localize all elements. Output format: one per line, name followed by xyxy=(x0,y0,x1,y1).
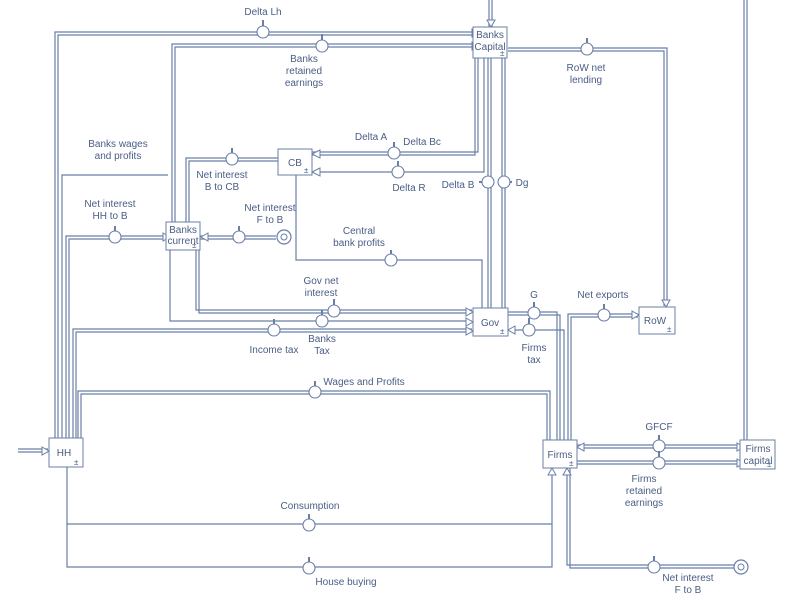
label-g: G xyxy=(530,290,538,301)
flow-valves[interactable] xyxy=(108,20,666,575)
stock-banks-capital-label-2: Capital xyxy=(474,42,505,53)
plus-minus-icon: ± xyxy=(667,325,672,334)
label-delta-a: Delta A xyxy=(355,132,388,143)
valve-net-interest-b-to-cb[interactable] xyxy=(225,148,239,166)
label-gfcf: GFCF xyxy=(645,422,672,433)
label-gov-net-interest-1: Gov net xyxy=(303,276,338,287)
plus-minus-icon: ± xyxy=(192,241,197,250)
label-wages-and-profits: Wages and Profits xyxy=(323,377,404,388)
label-firms-retained-earnings-2: retained xyxy=(626,486,662,497)
label-banks-retained-earnings-2: retained xyxy=(286,66,322,77)
label-gov-net-interest-2: interest xyxy=(305,288,338,299)
stock-cb[interactable]: CB ± xyxy=(277,148,313,176)
stock-gov[interactable]: Gov ± xyxy=(472,307,509,337)
stock-firms-label: Firms xyxy=(548,450,573,461)
label-dg: Dg xyxy=(516,178,529,189)
stock-banks-current-label-1: Banks xyxy=(169,225,197,236)
valve-g[interactable] xyxy=(527,302,541,320)
stock-gov-label: Gov xyxy=(481,318,499,329)
stock-row-label: RoW xyxy=(644,316,667,327)
stock-banks-capital[interactable]: Banks Capital ± xyxy=(472,26,508,59)
label-delta-r: Delta R xyxy=(392,183,425,194)
valve-delta-bc[interactable] xyxy=(387,142,401,160)
label-net-interest-f-to-b-bottom-2: F to B xyxy=(675,585,702,596)
valve-banks-retained-earnings[interactable] xyxy=(315,34,329,53)
plus-minus-icon: ± xyxy=(500,327,505,336)
plus-minus-icon: ± xyxy=(767,460,772,469)
label-delta-b: Delta B xyxy=(442,180,475,191)
valve-central-bank-profits[interactable] xyxy=(384,250,398,267)
stock-hh-label: HH xyxy=(57,448,71,459)
label-net-interest-b-to-cb-2: B to CB xyxy=(205,182,240,193)
stock-firms-capital-label-1: Firms xyxy=(746,444,771,455)
valve-dg[interactable] xyxy=(497,175,512,189)
label-net-interest-hh-to-b-1: Net interest xyxy=(84,199,135,210)
label-banks-retained-earnings-1: Banks xyxy=(290,54,318,65)
stock-cb-label: CB xyxy=(288,158,302,169)
label-net-interest-b-to-cb-1: Net interest xyxy=(196,170,247,181)
label-house-buying: House buying xyxy=(315,577,376,588)
label-banks-tax-1: Banks xyxy=(308,334,336,345)
valve-house-buying[interactable] xyxy=(302,557,316,575)
label-banks-tax-2: Tax xyxy=(314,346,330,357)
cloud-sink-top xyxy=(276,229,292,245)
label-row-net-lending-2: lending xyxy=(570,75,602,86)
valve-consumption[interactable] xyxy=(302,514,316,532)
label-firms-tax-1: Firms xyxy=(522,343,547,354)
stock-hh[interactable]: HH ± xyxy=(48,437,84,468)
label-consumption: Consumption xyxy=(281,501,340,512)
valve-delta-lh[interactable] xyxy=(256,20,270,39)
label-firms-tax-2: tax xyxy=(527,355,540,366)
label-net-interest-f-to-b-bottom-1: Net interest xyxy=(662,573,713,584)
label-net-interest-f-to-b-top-2: F to B xyxy=(257,215,284,226)
label-central-bank-profits-1: Central xyxy=(343,226,375,237)
label-delta-lh: Delta Lh xyxy=(244,7,281,18)
valve-delta-b[interactable] xyxy=(479,175,495,189)
label-banks-wages-profits-2: and profits xyxy=(95,151,142,162)
label-central-bank-profits-2: bank profits xyxy=(333,238,385,249)
valve-gfcf[interactable] xyxy=(652,435,666,453)
cloud-sink-bottom xyxy=(733,559,749,575)
valve-gov-net-interest[interactable] xyxy=(327,299,341,318)
label-banks-wages-profits-1: Banks wages xyxy=(88,139,147,150)
valve-income-tax[interactable] xyxy=(267,319,281,337)
label-delta-bc: Delta Bc xyxy=(403,137,441,148)
valve-row-net-lending[interactable] xyxy=(580,38,594,56)
label-firms-retained-earnings-3: earnings xyxy=(625,498,663,509)
stock-firms-capital-label-2: capital xyxy=(744,456,773,467)
label-income-tax: Income tax xyxy=(250,345,299,356)
label-row-net-lending-1: RoW net xyxy=(567,63,606,74)
stock-banks-current-label-2: current xyxy=(167,236,198,247)
flow-arrowheads xyxy=(41,19,746,476)
valve-firms-tax[interactable] xyxy=(522,318,536,337)
plus-minus-icon: ± xyxy=(304,166,309,175)
label-net-interest-f-to-b-top-1: Net interest xyxy=(244,203,295,214)
label-firms-retained-earnings-1: Firms xyxy=(632,474,657,485)
stock-firms-capital[interactable]: Firms capital ± xyxy=(739,439,776,470)
stock-firms[interactable]: Firms ± xyxy=(542,439,578,469)
plus-minus-icon: ± xyxy=(500,49,505,58)
stock-row[interactable]: RoW ± xyxy=(638,306,676,335)
plus-minus-icon: ± xyxy=(74,458,79,467)
valve-wages-and-profits[interactable] xyxy=(308,381,322,399)
valve-net-exports[interactable] xyxy=(597,304,611,322)
valve-net-interest-f-to-b-bottom[interactable] xyxy=(647,556,661,574)
valve-delta-r[interactable] xyxy=(391,161,405,179)
flow-pipes xyxy=(18,0,748,569)
valve-banks-tax[interactable] xyxy=(315,310,329,328)
label-net-exports: Net exports xyxy=(577,290,628,301)
stock-banks-capital-label-1: Banks xyxy=(476,30,504,41)
valve-firms-retained-earnings[interactable] xyxy=(652,451,666,470)
label-net-interest-hh-to-b-2: HH to B xyxy=(92,211,127,222)
valve-net-interest-f-to-b-top[interactable] xyxy=(232,226,246,244)
label-banks-retained-earnings-3: earnings xyxy=(285,78,323,89)
stock-banks-current[interactable]: Banks current ± xyxy=(165,221,201,251)
valve-net-interest-hh-to-b[interactable] xyxy=(108,226,122,244)
flow-labels: Delta Lh Banks retained earnings RoW net… xyxy=(84,7,713,596)
plus-minus-icon: ± xyxy=(569,459,574,468)
